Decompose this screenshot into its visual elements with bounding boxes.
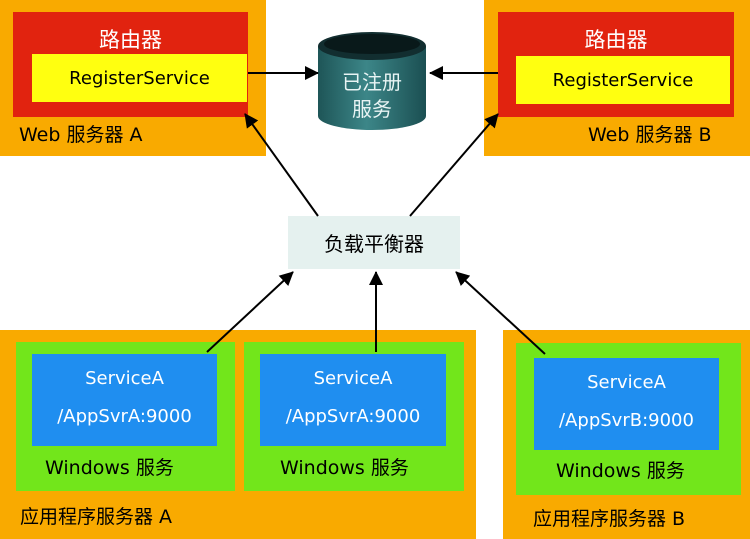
- registered-services-database: 已注册 服务: [314, 28, 430, 132]
- service-path-b: /AppSvrB:9000: [559, 410, 694, 431]
- service-path-a1: /AppSvrA:9000: [57, 406, 192, 427]
- service-name-a1: ServiceA: [85, 368, 164, 389]
- database-label-line2: 服务: [352, 97, 392, 121]
- windows-service-label-b: Windows 服务: [556, 460, 685, 482]
- windows-host-a2: ServiceA /AppSvrA:9000 Windows 服务: [244, 342, 464, 491]
- app-server-a: ServiceA /AppSvrA:9000 Windows 服务 Servic…: [0, 330, 476, 539]
- load-balancer: 负载平衡器: [288, 216, 460, 269]
- service-box-a2: ServiceA /AppSvrA:9000: [260, 354, 446, 446]
- router-b-title: 路由器: [584, 28, 648, 52]
- database-label-line1: 已注册: [342, 70, 402, 94]
- router-a-title: 路由器: [99, 28, 162, 52]
- windows-service-label-a1: Windows 服务: [45, 457, 174, 479]
- app-server-b: ServiceA /AppSvrB:9000 Windows 服务 应用程序服务…: [503, 330, 750, 539]
- app-server-b-label: 应用程序服务器 B: [533, 508, 686, 530]
- service-name-b: ServiceA: [587, 372, 666, 393]
- windows-service-label-a2: Windows 服务: [280, 457, 409, 479]
- service-name-a2: ServiceA: [313, 368, 393, 389]
- router-b: 路由器 RegisterService: [498, 12, 734, 117]
- windows-host-b: ServiceA /AppSvrB:9000 Windows 服务: [516, 343, 741, 495]
- router-a: 路由器 RegisterService: [13, 12, 248, 117]
- web-server-b: 路由器 RegisterService Web 服务器 B: [484, 0, 750, 156]
- service-box-b: ServiceA /AppSvrB:9000: [534, 358, 719, 450]
- register-service-a: RegisterService: [32, 54, 247, 102]
- database-icon: [318, 32, 426, 130]
- service-path-a2: /AppSvrA:9000: [285, 406, 421, 427]
- service-box-a1: ServiceA /AppSvrA:9000: [32, 354, 217, 446]
- web-server-a: 路由器 RegisterService Web 服务器 A: [0, 0, 266, 156]
- web-server-a-label: Web 服务器 A: [19, 124, 143, 146]
- app-server-a-label: 应用程序服务器 A: [20, 506, 173, 528]
- web-server-b-label: Web 服务器 B: [588, 124, 712, 146]
- register-service-b: RegisterService: [516, 56, 730, 104]
- windows-host-a1: ServiceA /AppSvrA:9000 Windows 服务: [16, 342, 235, 491]
